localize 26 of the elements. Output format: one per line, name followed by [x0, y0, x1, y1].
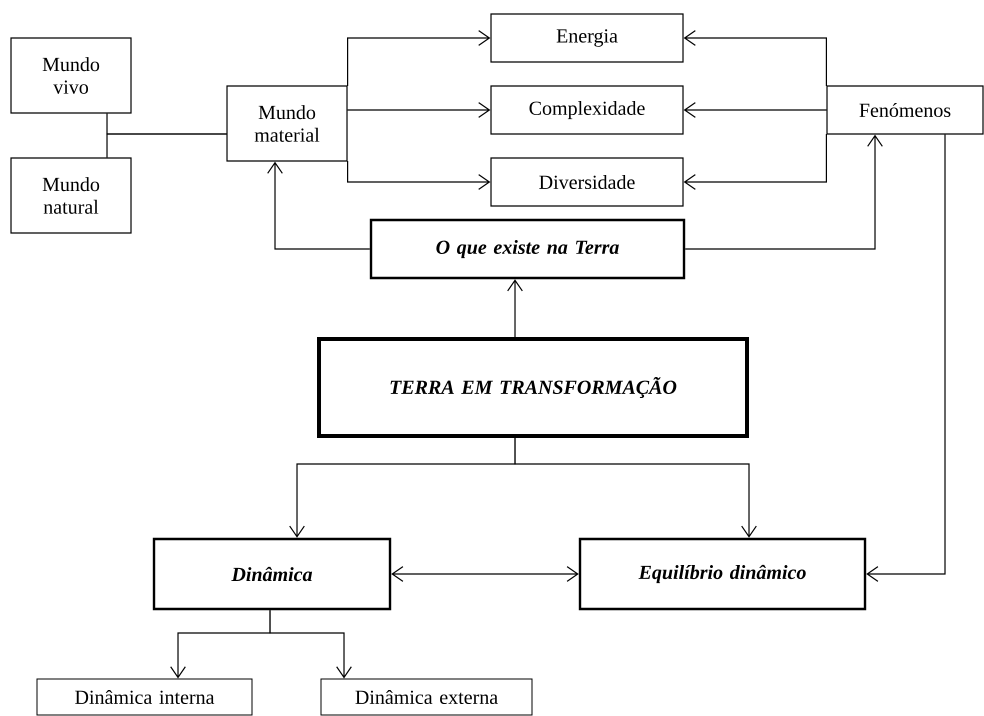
arrow [684, 134, 827, 190]
arrow [347, 30, 490, 86]
arrow [347, 161, 490, 190]
arrow [391, 566, 579, 582]
arrow [267, 162, 370, 250]
arrow [514, 438, 757, 538]
arrow [866, 134, 946, 582]
arrow [684, 30, 827, 86]
concept-box: Diversidade [490, 157, 684, 207]
concept-box: Energia [490, 13, 684, 63]
arrow [348, 102, 490, 118]
concept-box: Dinâmica [152, 538, 392, 610]
concept-box: Fenómenos [826, 85, 984, 135]
concept-box: Complexidade [490, 85, 684, 135]
concept-box: TERRA EM TRANSFORMAÇÃO [317, 337, 749, 438]
arrow [269, 610, 352, 678]
arrow [685, 134, 883, 250]
concept-box: Equilíbrio dinâmico [578, 538, 866, 610]
concept-box: Dinâmica externa [320, 678, 532, 716]
concept-box: Dinâmica interna [36, 678, 252, 716]
concept-box: Mundo vivo [10, 37, 132, 114]
arrow [684, 102, 826, 118]
concept-box: O que existe na Terra [370, 218, 686, 280]
arrow [507, 279, 523, 337]
concept-box: Mundo natural [10, 157, 132, 234]
concept-box: Mundo material [226, 85, 348, 162]
